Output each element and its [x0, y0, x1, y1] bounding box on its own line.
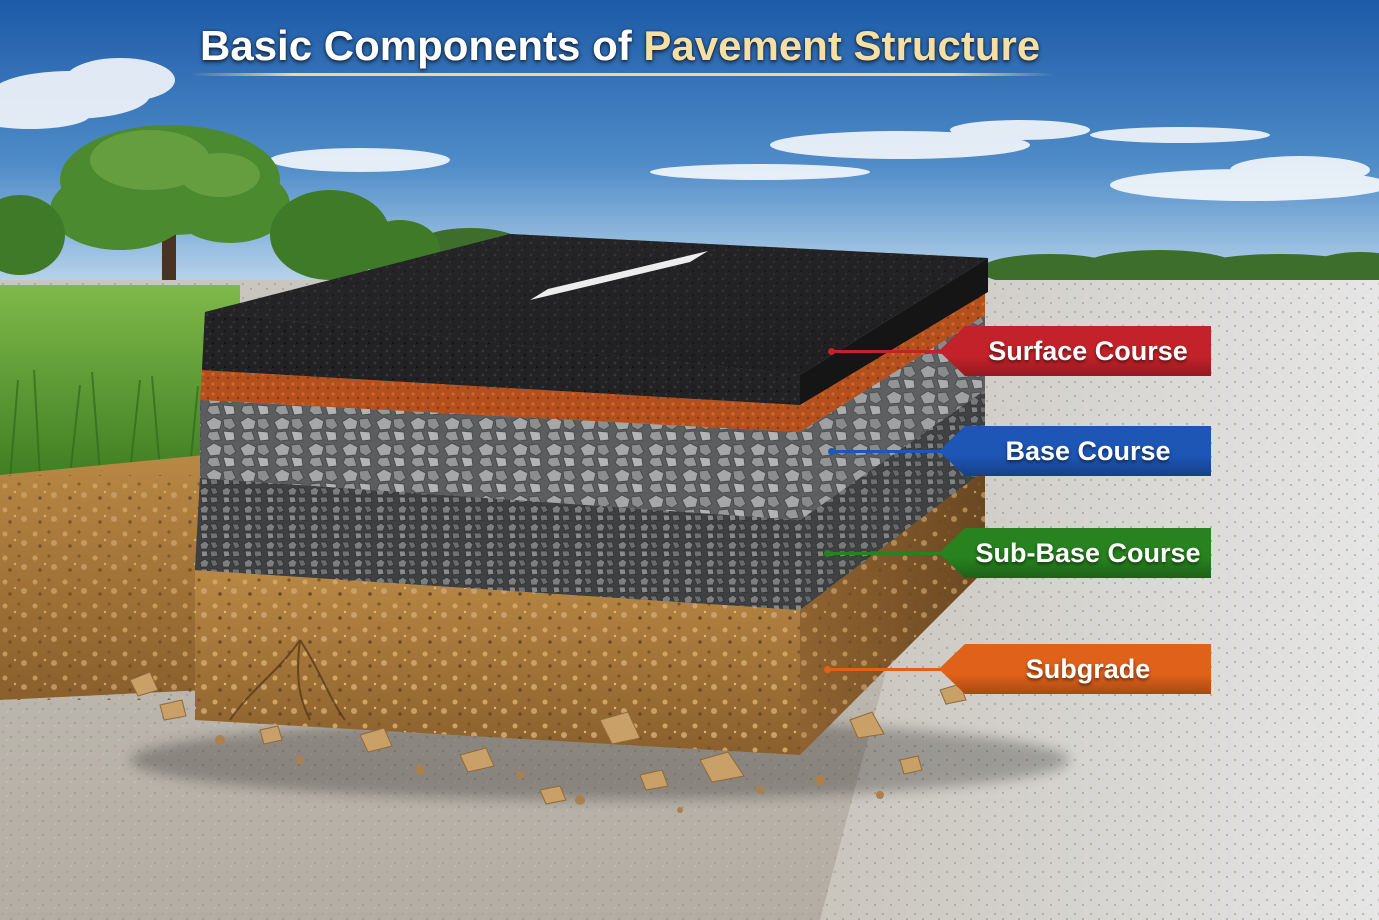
page-title: Basic Components of Pavement Structure [200, 22, 1040, 70]
callout-surface-course: Surface Course [828, 326, 1211, 376]
callout-sub-base-course: Sub-Base Course [824, 528, 1211, 578]
callout-tag: Sub-Base Course [939, 528, 1211, 578]
callout-leader-line [830, 450, 945, 453]
callout-base-course: Base Course [828, 426, 1211, 476]
layer-label-base-course: Base Course [1005, 436, 1171, 466]
callout-leader-line [830, 350, 945, 353]
layer-label-surface-course: Surface Course [988, 336, 1188, 366]
title-part-2: Pavement Structure [643, 22, 1041, 69]
callout-tag: Surface Course [939, 326, 1211, 376]
callout-tag: Base Course [939, 426, 1211, 476]
title-underline [190, 73, 1055, 76]
callout-leader-line [826, 552, 945, 555]
callout-tag: Subgrade [939, 644, 1211, 694]
callout-leader-line [826, 668, 945, 671]
callout-subgrade: Subgrade [824, 644, 1211, 694]
layer-label-subgrade: Subgrade [1025, 654, 1151, 684]
title-part-1: Basic Components of [200, 22, 644, 69]
road-marking [530, 251, 708, 300]
layer-label-sub-base-course: Sub-Base Course [975, 538, 1201, 568]
